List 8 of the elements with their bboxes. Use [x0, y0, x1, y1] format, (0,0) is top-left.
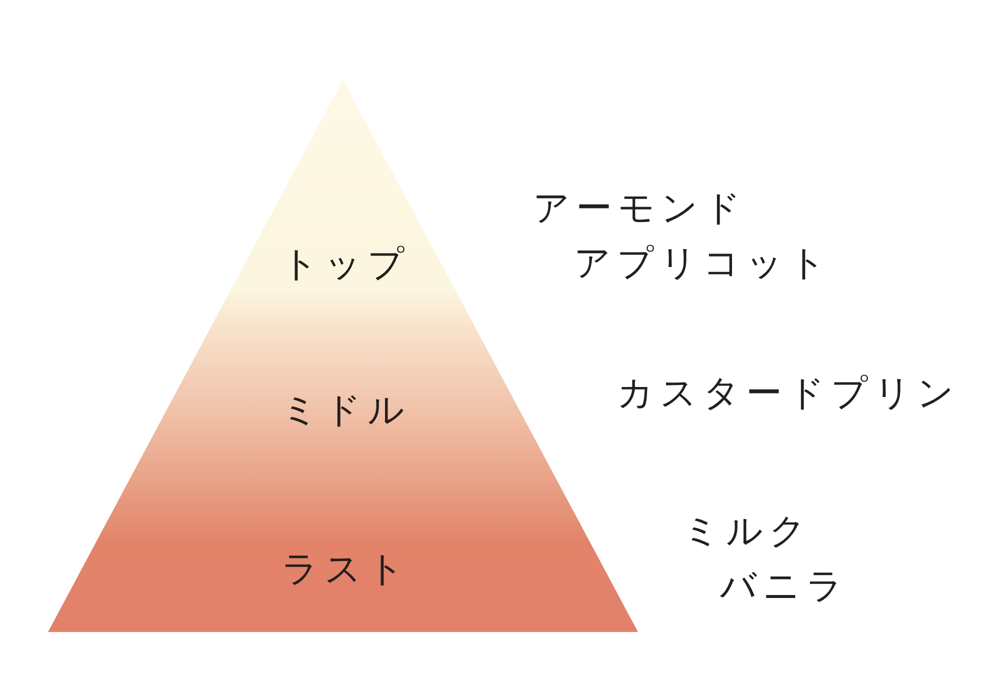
- note-label: カスタードプリン: [617, 373, 960, 415]
- note-label: ミルク: [683, 511, 812, 553]
- note-label: バニラ: [720, 566, 849, 608]
- note-label: アーモンド: [533, 188, 747, 230]
- tier-label: ラスト: [282, 549, 410, 591]
- tier-label: ミドル: [282, 390, 410, 432]
- note-label: アプリコット: [574, 243, 832, 285]
- tier-label: トップ: [282, 244, 410, 286]
